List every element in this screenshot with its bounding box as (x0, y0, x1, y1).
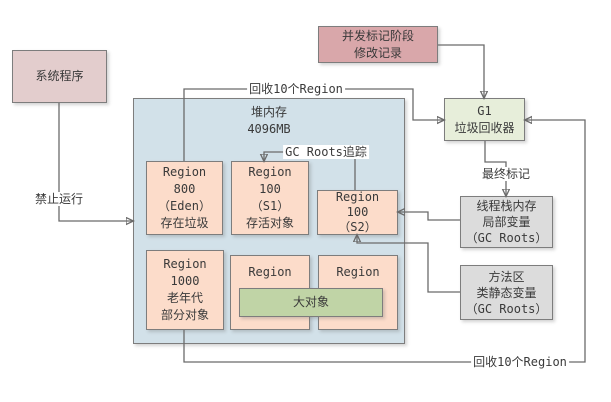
heap-size-text: 4096MB (247, 122, 291, 136)
region-old-gen-box: Region 1000 老年代 部分对象 (146, 250, 224, 330)
region-s1-box: Region 100 （S1） 存活对象 (231, 161, 309, 235)
arrow-concurrent-to-g1 (438, 44, 484, 98)
system-program-box: 系统程序 (12, 50, 107, 103)
region-s2-box: Region 100 （S2） (317, 190, 398, 235)
label-forbid-run: 禁止运行 (32, 192, 86, 206)
concurrent-mark-box: 并发标记阶段 修改记录 (318, 26, 438, 63)
arrow-thread-stack-to-s2 (398, 212, 460, 221)
heap-title-text: 堆内存 (250, 105, 287, 119)
heap-title: 堆内存 4096MB (133, 104, 405, 138)
thread-stack-box: 线程栈内存 局部变量 （GC Roots） (460, 196, 553, 248)
label-recycle-top: 回收10个Region (247, 82, 345, 96)
label-final-mark: 最终标记 (479, 167, 533, 181)
g1-collector-box: G1 垃圾回收器 (444, 98, 525, 141)
big-object-box: 大对象 (239, 288, 383, 317)
method-area-box: 方法区 类静态变量 （GC Roots） (460, 265, 553, 320)
label-gc-roots-trace: GC Roots追踪 (283, 145, 369, 159)
label-recycle-bottom: 回收10个Region (471, 355, 569, 369)
region-eden-box: Region 800 （Eden） 存在垃圾 (146, 161, 223, 235)
